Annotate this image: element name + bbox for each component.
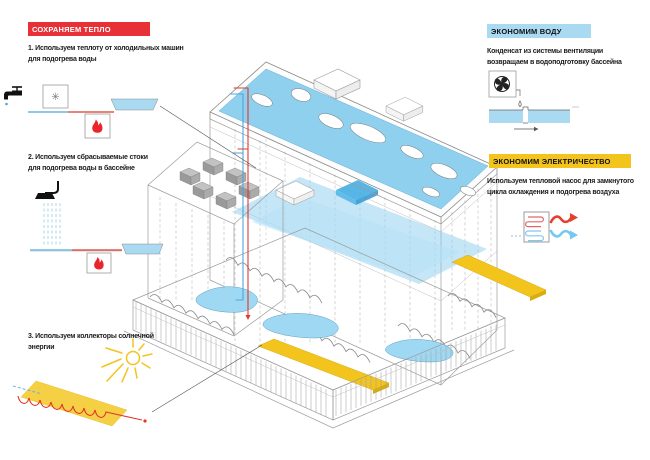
heat-pipes — [229, 87, 251, 320]
header-save-heat: СОХРАНЯЕМ ТЕПЛО — [28, 22, 150, 36]
note-condensate-line2: возвращаем в водоподготовку бассейна — [487, 59, 622, 66]
chiller-blocks — [179, 157, 260, 210]
solar-collector-panel — [20, 380, 128, 427]
podium — [123, 227, 547, 429]
hot-water-pipe — [233, 87, 249, 316]
note-solar-line1: 3. Используем коллекторы солнечной — [28, 333, 154, 340]
cool-air-arrow — [549, 229, 578, 240]
warm-air-arrow — [549, 213, 578, 224]
colonnade-right-face — [335, 324, 497, 416]
note-solar: 3. Используем коллекторы солнечной энерг… — [28, 331, 154, 353]
pool-basin-icon — [110, 98, 159, 111]
header-save-water: ЭКОНОМИМ ВОДУ — [487, 24, 591, 38]
condensate-pipe — [516, 89, 521, 96]
snowflake-icon: ✳ — [51, 92, 59, 103]
note-waste-water-line1: 2. Используем сбрасываемые стоки — [28, 154, 148, 161]
note-heat-pump-line2: цикла охлаждения и подогрева воздуха — [487, 189, 620, 196]
colonnade-left-face — [135, 302, 327, 418]
pool-level-plane — [232, 177, 487, 284]
note-condensate: Конденсат из системы вентиляции возвраща… — [487, 46, 622, 68]
note-condensate-line1: Конденсат из системы вентиляции — [487, 48, 604, 55]
note-heat-pump: Используем тепловой насос для замкнутого… — [487, 176, 634, 198]
indoor-pools — [195, 286, 454, 363]
shower-icon — [35, 181, 59, 199]
faucet-icon — [4, 86, 22, 106]
scheme-chiller-heat: ✳ — [4, 84, 159, 139]
note-heat-pump-line1: Используем тепловой насос для замкнутого — [487, 178, 634, 185]
scheme-solar — [12, 338, 153, 427]
tower-dashed-projection-lines-right — [451, 176, 492, 330]
roof-vent-box-2 — [385, 96, 424, 122]
scheme-waste-water — [30, 181, 164, 274]
plane-white-box — [275, 180, 315, 206]
scheme-condensate — [488, 70, 579, 132]
water-tank-right — [528, 110, 570, 123]
note-waste-water-line2: для подогрева воды в бассейне — [28, 165, 135, 172]
sun-icon — [101, 338, 153, 383]
header-save-electricity: ЭКОНОМИМ ЭЛЕКТРИЧЕСТВО — [489, 154, 631, 168]
solar-inlet-line — [12, 385, 43, 395]
fan-icon — [494, 76, 510, 92]
scheme-heat-pump — [511, 211, 578, 243]
cold-water-pipe — [229, 93, 244, 301]
falling-water-lines — [43, 203, 61, 246]
pool-basin-block — [336, 180, 378, 205]
roof-pool-islands — [251, 88, 476, 198]
note-chiller-heat-line1: 1. Используем теплоту от холодильных маш… — [28, 45, 184, 52]
heat-pump-hot-coil — [525, 216, 544, 228]
annex-dashed-lines — [159, 197, 225, 302]
flow-arrow-right — [514, 126, 539, 132]
pool-basin-icon-2 — [121, 243, 164, 255]
solar-coil-line — [17, 395, 143, 421]
note-chiller-heat: 1. Используем теплоту от холодильных маш… — [28, 43, 184, 65]
roof-pool-water — [218, 68, 489, 210]
water-tank-left — [489, 110, 523, 123]
note-chiller-heat-line2: для подогрева воды — [28, 56, 97, 63]
droplet-icon — [518, 100, 522, 108]
chiller-box — [42, 84, 69, 109]
roof-pool — [209, 61, 498, 225]
note-solar-line2: энергии — [28, 344, 55, 351]
heat-pump-cold-coil — [525, 230, 544, 242]
note-waste-water: 2. Используем сбрасываемые стоки для под… — [28, 152, 148, 174]
leader-lines — [151, 105, 263, 413]
